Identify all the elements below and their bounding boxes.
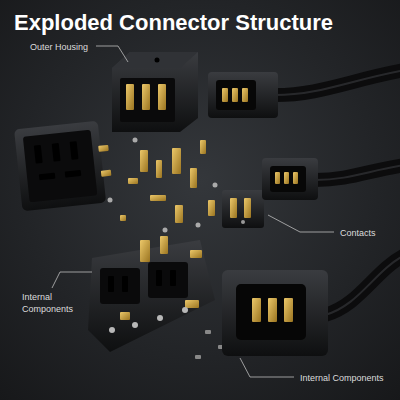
power-cable (315, 165, 400, 180)
outlet-slot (108, 276, 114, 292)
housing-contact (126, 84, 134, 110)
assembly-contact (120, 312, 130, 320)
wall-socket (14, 120, 114, 211)
plug-face (216, 80, 256, 110)
socket-slot (34, 145, 43, 164)
socket-slot (39, 173, 56, 181)
plug-pin (293, 172, 298, 184)
contact-blade (175, 205, 183, 223)
screw-hole (155, 58, 160, 63)
assembly-contact (190, 250, 202, 258)
part-label: Outer Housing (28, 40, 90, 54)
loose-part (205, 330, 211, 334)
power-cable (275, 70, 400, 95)
contact-blade (172, 148, 181, 174)
plug-pin (222, 88, 228, 102)
contact-blade (190, 168, 197, 188)
terminal-screw (109, 327, 115, 333)
contact-blade (208, 200, 215, 216)
socket-slot (52, 143, 61, 162)
assembly-block (88, 240, 215, 352)
module-contact (244, 198, 251, 218)
screw (196, 223, 201, 228)
internal-assembly (88, 236, 224, 359)
power-cable-shine (325, 255, 400, 315)
assembly-contact (185, 300, 199, 308)
plug-face (236, 284, 306, 340)
socket-slot (65, 170, 82, 178)
contact-blade (150, 195, 166, 201)
contact-blade (128, 178, 138, 184)
outlet-slot (170, 270, 176, 286)
screw (133, 138, 138, 143)
housing-shell (112, 52, 198, 132)
plug-pin (284, 172, 289, 184)
leader-line (268, 215, 334, 232)
outlet-face (148, 262, 188, 298)
title: Exploded Connector Structure (14, 10, 333, 36)
socket-frame (14, 121, 106, 211)
contact-module (222, 190, 264, 228)
plug-face (270, 166, 306, 192)
module-contact (230, 198, 237, 218)
housing-contact (158, 84, 166, 110)
plug-body (208, 72, 278, 118)
terminal-screw (132, 322, 138, 328)
leader-line (240, 358, 294, 377)
housing-contact (142, 84, 150, 110)
socket-face (23, 130, 98, 203)
part-label: Internal Components (298, 371, 386, 385)
assembly-contact (140, 240, 150, 262)
module-body (222, 190, 264, 228)
contacts-group (108, 138, 218, 233)
plug-pin (268, 298, 277, 322)
terminal-screw (182, 307, 188, 313)
outlet-face (100, 268, 140, 304)
plug-pin (284, 298, 293, 322)
socket-slot (70, 141, 79, 160)
power-cable-shine (275, 70, 400, 95)
plug-pin (275, 172, 280, 184)
terminal-screw (157, 315, 163, 321)
outlet-slot (122, 276, 128, 292)
housing-cavity (120, 78, 175, 122)
c13-plug (262, 158, 318, 200)
plug-pin (232, 88, 238, 102)
screw (213, 183, 218, 188)
screw (163, 228, 168, 233)
outer-housing (112, 52, 198, 132)
housing-top (112, 52, 198, 68)
screw (241, 220, 245, 224)
contact-blade (200, 140, 206, 154)
leader-line (52, 272, 92, 288)
contact-blade (156, 160, 162, 178)
power-cable (325, 255, 400, 315)
socket-terminal (101, 170, 112, 177)
outlet-slot (156, 270, 162, 286)
plug-body (262, 158, 318, 200)
loose-part (195, 355, 201, 359)
part-label: Internal Components (20, 290, 86, 316)
part-label: Contacts (338, 226, 378, 240)
c14-plug (208, 72, 278, 118)
screw (108, 198, 113, 203)
large-c14-plug (222, 270, 328, 356)
contact-blade (140, 150, 148, 172)
plug-pin (242, 88, 248, 102)
power-cable-shine (315, 165, 400, 180)
plug-pin (252, 298, 261, 322)
socket-terminal (98, 145, 109, 152)
assembly-contact (160, 236, 168, 254)
contact-blade (120, 215, 126, 221)
leader-line (96, 46, 128, 62)
plug-body (222, 270, 328, 356)
